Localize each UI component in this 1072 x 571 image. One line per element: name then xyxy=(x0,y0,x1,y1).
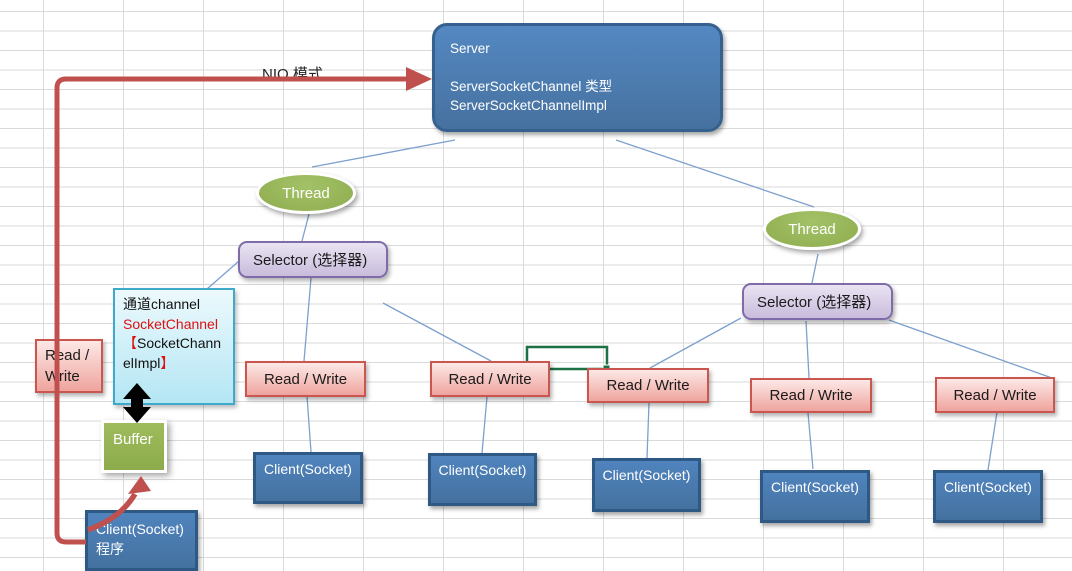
connector-rw2-client2 xyxy=(481,396,488,454)
thread-label: Thread xyxy=(282,184,330,202)
server-node[interactable]: Server ServerSocketChannel 类型 ServerSock… xyxy=(432,23,723,132)
client-label: Client(Socket) xyxy=(944,479,1032,495)
connector-thread-selector-right xyxy=(811,253,819,284)
client-node-5[interactable]: Client(Socket) xyxy=(933,470,1043,523)
connector-rw5-client5 xyxy=(987,411,998,471)
selector-label: Selector (选择器) xyxy=(757,294,872,311)
client-node-4[interactable]: Client(Socket) xyxy=(760,470,870,523)
connector-selector-channel xyxy=(206,260,240,290)
read-write-label: Read / Write xyxy=(769,387,853,404)
client-label: Client(Socket) xyxy=(771,479,859,495)
connector-selector-rw4 xyxy=(805,320,810,379)
read-write-label: Read / Write xyxy=(448,370,532,388)
thread-node-left[interactable]: Thread xyxy=(256,172,356,214)
server-spacer xyxy=(450,58,720,77)
connector-selector-rw5 xyxy=(888,319,1053,379)
nio-mode-label: NIO 模式 xyxy=(262,66,323,83)
client-label: Client(Socket) xyxy=(602,467,691,483)
client-program-line2: 程序 xyxy=(96,541,124,557)
client-node-1[interactable]: Client(Socket) xyxy=(253,452,363,504)
read-write-node-left[interactable]: Read / Write xyxy=(35,339,103,393)
connector-server-thread-right xyxy=(615,139,815,208)
read-write-label: Read / Write xyxy=(606,377,690,394)
client-node-3[interactable]: Client(Socket) xyxy=(592,458,701,512)
connector-server-thread-left xyxy=(311,139,456,168)
channel-line1: 通道channel xyxy=(123,296,201,312)
client-program-line1: Client(Socket) xyxy=(96,521,184,537)
thread-node-right[interactable]: Thread xyxy=(763,208,861,250)
client-label: Client(Socket) xyxy=(264,461,352,477)
connector-selector-rw3 xyxy=(649,317,742,369)
read-write-node-3[interactable]: Read / Write xyxy=(587,368,709,403)
read-write-node-2[interactable]: Read / Write xyxy=(430,361,550,397)
client-node-2[interactable]: Client(Socket) xyxy=(428,453,537,506)
read-write-label: Read / Write xyxy=(263,370,348,388)
connector-thread-selector-left xyxy=(301,213,310,242)
client-label: Client(Socket) xyxy=(438,462,527,478)
connector-rw1-client1 xyxy=(306,395,312,453)
read-write-label: Read / Write xyxy=(953,386,1037,404)
server-type-line: ServerSocketChannel 类型 xyxy=(450,79,613,94)
read-write-node-4[interactable]: Read / Write xyxy=(750,378,872,413)
server-title: Server xyxy=(450,41,490,56)
channel-line3: 【SocketChann xyxy=(123,335,222,351)
read-write-line1: Read / xyxy=(45,347,90,364)
read-write-node-5[interactable]: Read / Write xyxy=(935,377,1055,413)
connector-selector-rw2 xyxy=(382,302,492,362)
channel-node[interactable]: 通道channel SocketChannel 【SocketChann elI… xyxy=(113,288,235,405)
read-write-line2: Write xyxy=(45,368,80,385)
channel-line2: SocketChannel xyxy=(123,315,218,332)
read-write-node-1[interactable]: Read / Write xyxy=(245,361,366,397)
server-impl-line: ServerSocketChannelImpl xyxy=(450,98,607,113)
thread-label: Thread xyxy=(788,220,836,238)
connector-selector-rw1 xyxy=(303,277,312,362)
selector-node-right[interactable]: Selector (选择器) xyxy=(742,283,893,320)
connector-rw4-client4 xyxy=(807,412,814,470)
selector-label: Selector (选择器) xyxy=(253,252,368,269)
connector-rw3-client3 xyxy=(646,402,650,459)
buffer-label: Buffer xyxy=(113,431,153,448)
buffer-node[interactable]: Buffer xyxy=(101,420,167,473)
selector-node-left[interactable]: Selector (选择器) xyxy=(238,241,388,278)
client-program-node[interactable]: Client(Socket) 程序 xyxy=(85,510,198,571)
channel-line4: elImpl】 xyxy=(123,354,175,371)
